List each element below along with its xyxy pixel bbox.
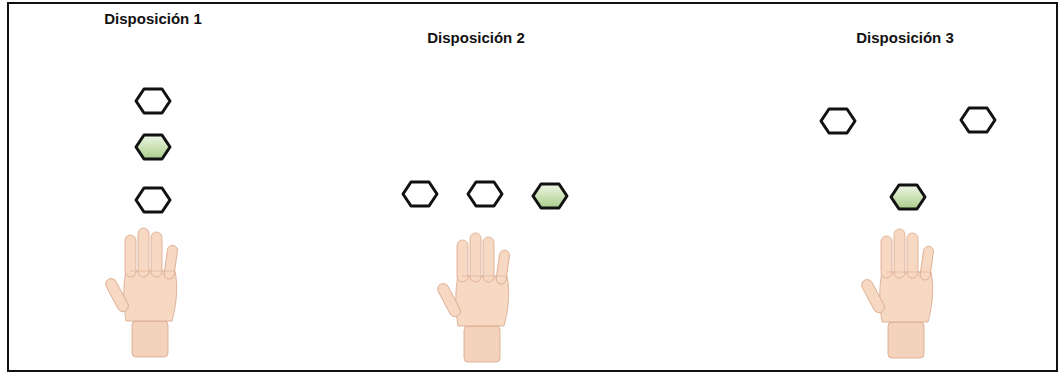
green-hexagon-piece [891, 185, 925, 209]
arrangement-1 [104, 89, 178, 357]
hexagon-piece [136, 188, 170, 212]
hand-illustration [104, 228, 178, 357]
panel-title: Disposición 3 [856, 29, 954, 46]
hand-illustration [860, 229, 934, 358]
arrangement-2 [403, 182, 567, 362]
panel-title-wrap: Disposición 3 [795, 29, 1015, 47]
green-hexagon-piece [533, 184, 567, 208]
panel-title-wrap: Disposición 1 [43, 10, 263, 28]
hexagon-piece [136, 89, 170, 113]
green-hexagon-piece [136, 135, 170, 159]
hexagon-piece [468, 182, 502, 206]
hexagon-piece [821, 109, 855, 133]
hexagon-piece [961, 108, 995, 132]
panel-title: Disposición 2 [427, 29, 525, 46]
hexagon-piece [403, 182, 437, 206]
panel-title-wrap: Disposición 2 [366, 29, 586, 47]
panel-title: Disposición 1 [104, 10, 202, 27]
arrangement-3 [821, 108, 995, 358]
frame-border [8, 3, 1057, 371]
hand-illustration [436, 233, 510, 362]
